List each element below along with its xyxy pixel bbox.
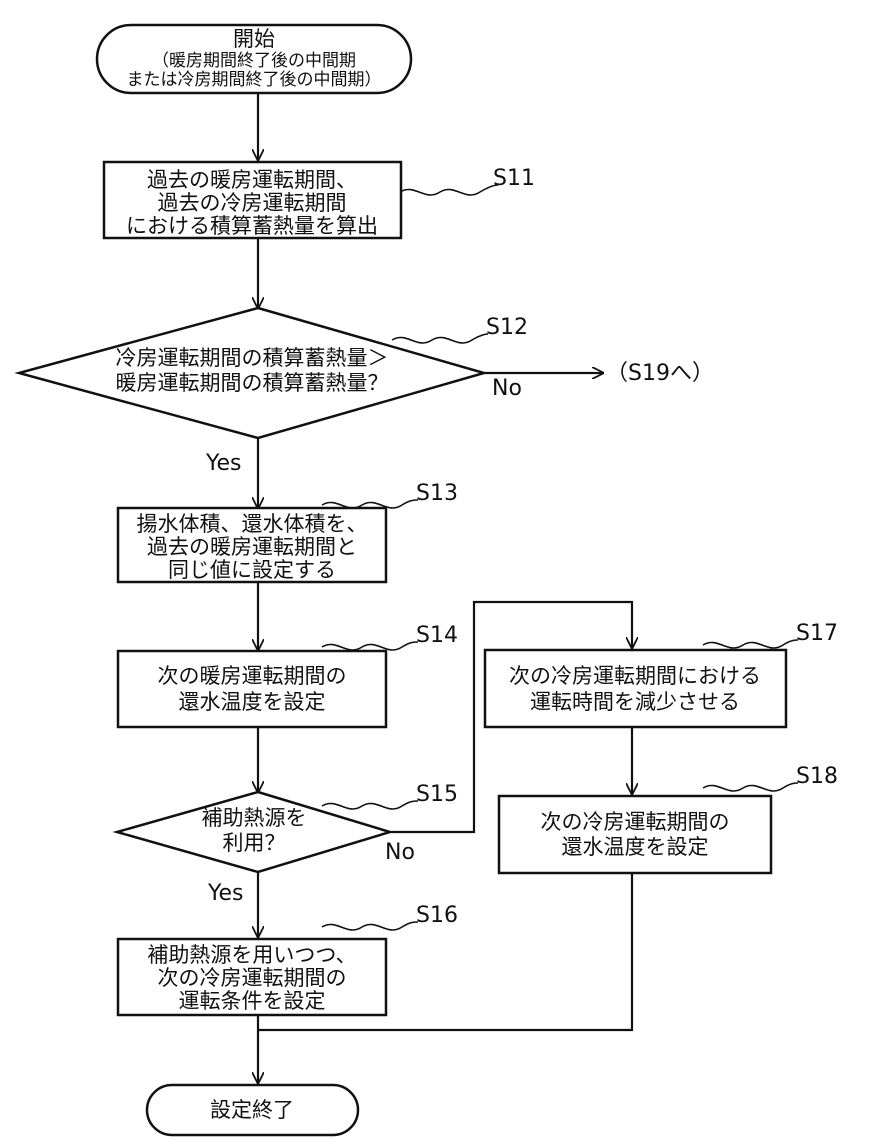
process-s16: 補助熱源を用いつつ、 次の冷房運転期間の 運転条件を設定 S16 — [118, 903, 458, 1015]
s17-line2: 運転時間を減少させる — [530, 690, 740, 714]
decision-s12: 冷房運転期間の積算蓄熱量＞ 暖房運転期間の積算蓄熱量？ S12 No Yes （… — [19, 308, 714, 476]
s12-line2: 暖房運転期間の積算蓄熱量？ — [116, 371, 389, 395]
s16-line2: 次の冷房運転期間の — [158, 966, 347, 990]
s14-step-id: S14 — [416, 623, 458, 648]
end-title: 設定終了 — [210, 1098, 294, 1122]
s12-step-id: S12 — [486, 315, 528, 340]
process-s14: 次の暖房運転期間の 還水温度を設定 S14 — [118, 623, 458, 727]
s16-line3: 運転条件を設定 — [179, 989, 326, 1013]
s15-step-id: S15 — [416, 782, 458, 807]
leader-s17 — [703, 640, 798, 648]
process-s13: 揚水体積、還水体積を、 過去の暖房運転期間と 同じ値に設定する S13 — [118, 481, 458, 582]
leader-s15 — [322, 801, 418, 809]
process-s17: 次の冷房運転期間における 運転時間を減少させる S17 — [485, 621, 838, 727]
s15-yes-label: Yes — [207, 881, 244, 906]
start-title: 開始 — [233, 27, 275, 51]
s11-step-id: S11 — [493, 166, 535, 191]
s15-line2: 利用？ — [223, 831, 286, 855]
s14-line2: 還水温度を設定 — [179, 690, 326, 714]
s12-no-label: No — [492, 376, 522, 401]
s13-line1: 揚水体積、還水体積を、 — [137, 512, 368, 536]
s12-yes-label: Yes — [205, 451, 242, 476]
s13-line3: 同じ値に設定する — [168, 558, 336, 582]
connectors — [258, 93, 632, 1083]
s13-line2: 過去の暖房運転期間と — [147, 535, 357, 559]
leader-s14 — [322, 642, 418, 650]
s16-step-id: S16 — [416, 903, 458, 928]
s17-step-id: S17 — [796, 621, 838, 646]
process-s11: 過去の暖房運転期間、 過去の冷房運転期間 における積算蓄熱量を算出 S11 — [104, 162, 535, 238]
s12-line1: 冷房運転期間の積算蓄熱量＞ — [116, 346, 389, 370]
s15-line1: 補助熱源を — [202, 806, 307, 830]
s11-line1: 過去の暖房運転期間、 — [147, 168, 357, 192]
leader-s11 — [400, 185, 498, 195]
s18-step-id: S18 — [796, 764, 838, 789]
start-terminator: 開始 （暖房期間終了後の中間期 または冷房期間終了後の中間期） — [97, 25, 411, 93]
leader-s12 — [392, 334, 488, 343]
s15-no-label: No — [385, 840, 415, 865]
s18-line1: 次の冷房運転期間の — [541, 810, 730, 834]
s13-step-id: S13 — [416, 481, 458, 506]
decision-s15: 補助熱源を 利用？ S15 No Yes — [117, 782, 458, 906]
s11-line3: における積算蓄熱量を算出 — [126, 214, 378, 238]
s18-line2: 還水温度を設定 — [562, 835, 709, 859]
start-line1: （暖房期間終了後の中間期 — [152, 51, 356, 71]
s12-goto-s19: （S19へ） — [606, 361, 714, 386]
process-s18: 次の冷房運転期間の 還水温度を設定 S18 — [499, 764, 838, 873]
end-terminator: 設定終了 — [147, 1085, 358, 1135]
leader-s16 — [322, 922, 418, 930]
s17-line1: 次の冷房運転期間における — [509, 664, 761, 688]
start-line2: または冷房期間終了後の中間期） — [127, 70, 382, 90]
s14-line1: 次の暖房運転期間の — [158, 664, 347, 688]
s16-line1: 補助熱源を用いつつ、 — [147, 943, 356, 967]
leader-s18 — [703, 783, 798, 791]
s11-line2: 過去の冷房運転期間 — [158, 191, 347, 215]
